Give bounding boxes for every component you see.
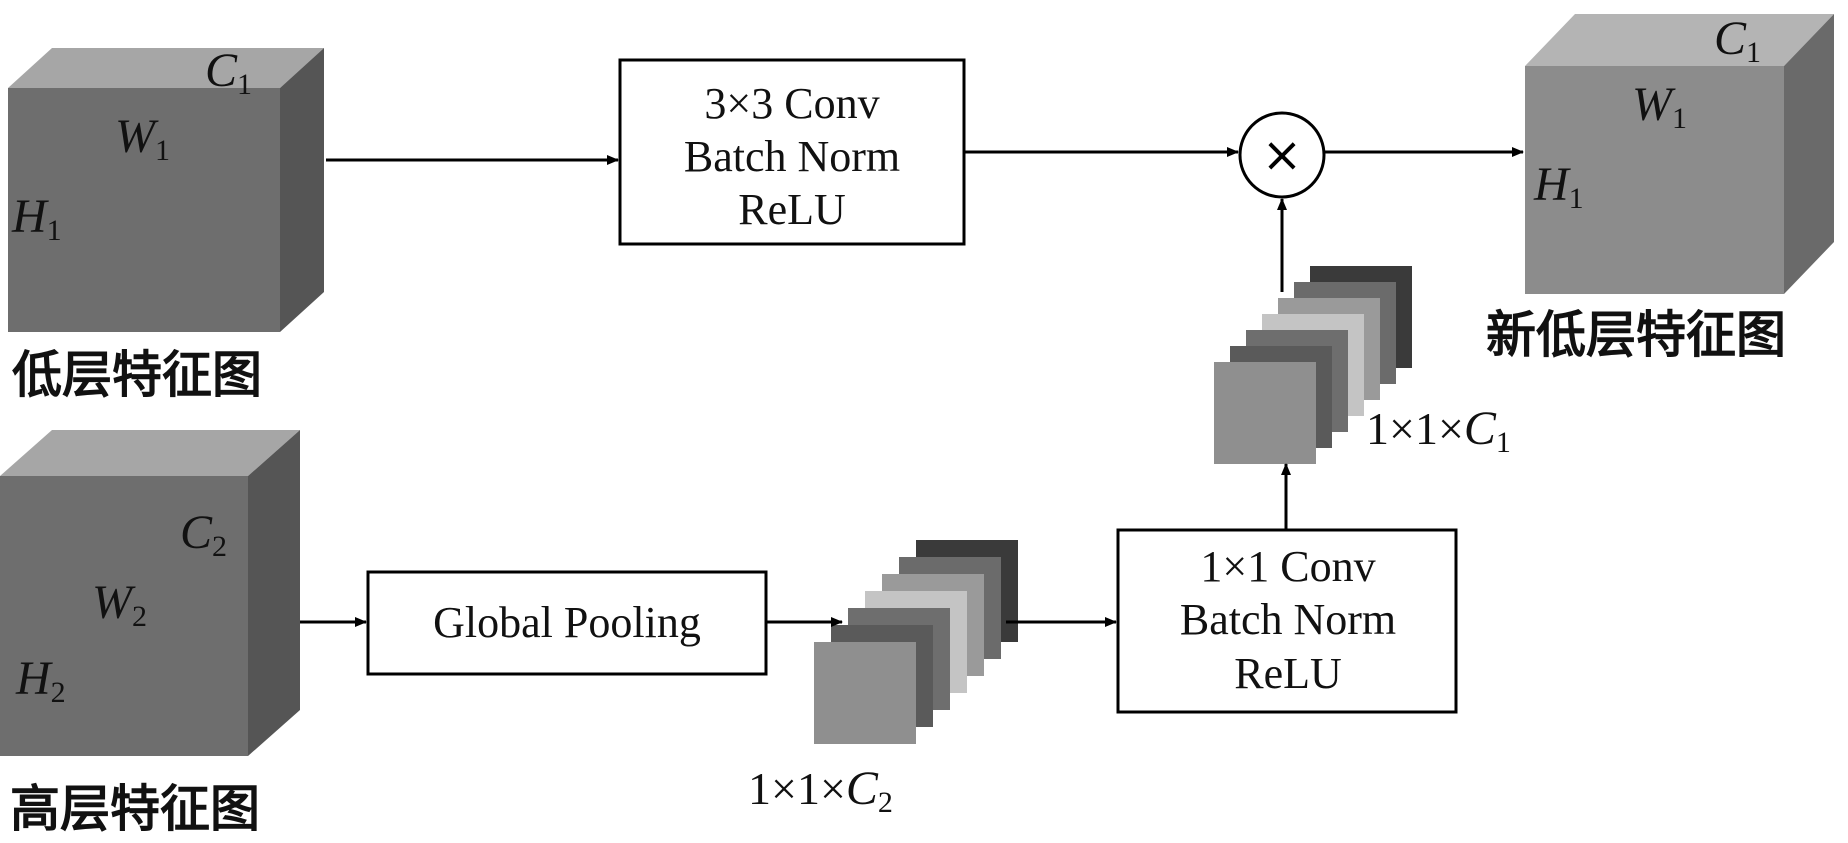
global-pooling-box <box>366 570 768 676</box>
cube-top-face <box>0 430 300 476</box>
pooled-channel-stack <box>814 540 1018 744</box>
cube-width-label: W2 <box>92 576 147 633</box>
cube-top-face <box>8 48 324 88</box>
cube-height-label: H1 <box>1533 158 1584 215</box>
new-low-level-feature-label: 新低层特征图 <box>1486 305 1786 364</box>
cube-side-face <box>1784 14 1834 294</box>
cube-channel-label: C1 <box>205 44 252 101</box>
cube-side-face <box>280 48 324 332</box>
cube-front-face <box>8 88 280 332</box>
conv1x1-block: 1×1 Conv Batch Norm ReLU <box>1116 528 1458 714</box>
conv3x3-line-1: 3×3 Conv <box>704 79 879 128</box>
global-pooling-block: Global Pooling <box>366 570 768 676</box>
cube-front-face <box>0 476 248 756</box>
multiply-operator: × <box>1238 111 1326 199</box>
conv3x3-line-2: Batch Norm <box>684 132 900 181</box>
conv1x1-line-2: Batch Norm <box>1180 595 1396 644</box>
conv3x3-line-3: ReLU <box>738 185 846 234</box>
cube-channel-label: C2 <box>180 506 227 563</box>
cube-channel-label: C1 <box>1714 12 1761 69</box>
multiply-circle <box>1238 111 1326 199</box>
cube-front-face <box>1525 66 1784 294</box>
conv1x1-line-3: ReLU <box>1234 649 1342 698</box>
cube-height-label: H1 <box>11 190 62 247</box>
high-level-feature-label: 高层特征图 <box>10 779 260 838</box>
attention-channel-stack <box>1214 266 1412 464</box>
low-level-feature-label: 低层特征图 <box>12 345 262 404</box>
low-level-feature-cube: C1 W1 H1 <box>8 44 324 332</box>
conv1x1-line-1: 1×1 Conv <box>1200 542 1375 591</box>
channel-slice <box>1214 362 1316 464</box>
multiply-symbol: × <box>1262 127 1302 183</box>
cube-side-face <box>248 430 300 756</box>
global-pooling-label: Global Pooling <box>433 598 701 647</box>
new-low-level-feature-cube: C1 W1 H1 <box>1525 12 1834 294</box>
conv3x3-block: 3×3 Conv Batch Norm ReLU <box>618 58 966 246</box>
pooled-stack-dims-label: 1×1×C2 <box>748 762 893 819</box>
high-level-feature-cube: C2 W2 H2 <box>0 430 300 756</box>
cube-width-label: W1 <box>115 110 170 167</box>
cube-width-label: W1 <box>1632 78 1687 135</box>
conv1x1-box <box>1116 528 1458 714</box>
channel-slice <box>814 642 916 744</box>
cube-top-face <box>1525 14 1834 66</box>
attention-stack-dims-label: 1×1×C1 <box>1366 402 1511 459</box>
cube-height-label: H2 <box>15 652 66 709</box>
